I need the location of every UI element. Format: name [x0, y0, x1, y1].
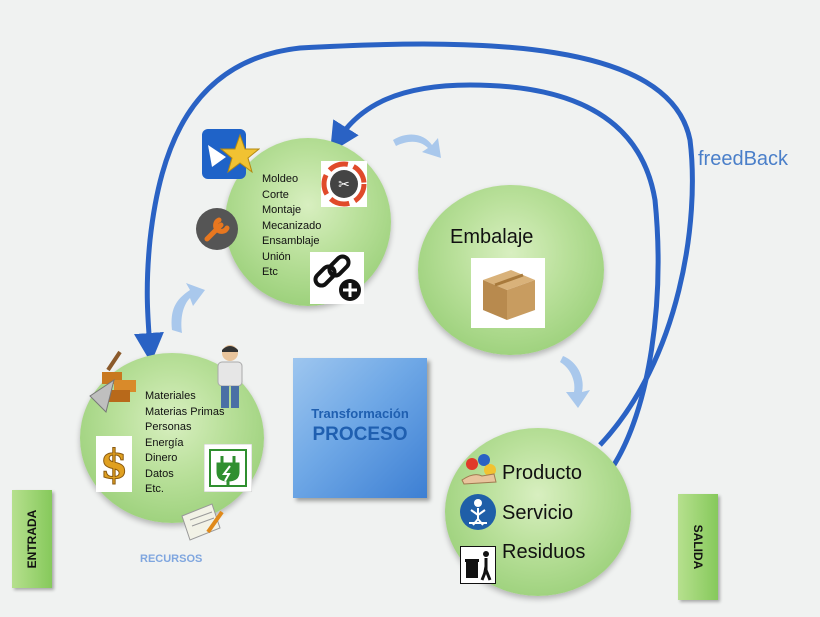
resource-item: Datos [145, 467, 174, 480]
resource-item: Energía [145, 436, 184, 449]
output-service: Servicio [502, 502, 574, 524]
output-bar: SALIDA [678, 494, 718, 600]
input-label: ENTRADA [25, 509, 39, 569]
svg-text:$: $ [100, 441, 128, 488]
output-label: SALIDA [691, 524, 705, 570]
resource-item: Etc. [145, 483, 164, 495]
star-icon [202, 129, 260, 179]
process-title: PROCESO [312, 424, 408, 445]
operation-item: Etc [262, 266, 278, 278]
operation-item: Unión [262, 250, 291, 263]
operations-list: Moldeo Corte Montaje Mecanizado Ensambla… [262, 172, 321, 281]
resources-list: Materiales Materias Primas Personas Ener… [145, 389, 224, 498]
box-icon [471, 258, 545, 328]
resource-item: Materias Primas [145, 405, 225, 418]
operation-item: Mecanizado [262, 219, 322, 232]
handshake-icon [461, 454, 497, 485]
output-waste: Residuos [502, 541, 586, 563]
wrench-icon [196, 208, 238, 250]
outer-feedback-arrow [133, 41, 695, 447]
flow-arrow-2 [393, 134, 441, 158]
trowel-bricks-icon [89, 350, 136, 413]
scissors-icon: ✂ [321, 161, 367, 207]
service-person-icon [460, 494, 496, 530]
notepad-icon [181, 503, 224, 541]
feedback-label: freedBack [698, 148, 789, 170]
input-bar: ENTRADA [12, 490, 52, 588]
trash-icon [460, 546, 496, 584]
operation-item: Moldeo [262, 173, 299, 185]
flow-arrow-1 [171, 283, 205, 333]
resource-item: Materiales [145, 390, 196, 402]
chain-link-icon [310, 252, 364, 304]
person-icon [217, 345, 243, 408]
inner-feedback-arrow [330, 82, 661, 470]
operation-item: Montaje [262, 204, 302, 216]
operation-item: Corte [262, 188, 289, 201]
flow-arrow-3 [560, 356, 590, 408]
operation-item: Ensamblaje [262, 235, 320, 247]
packaging-title: Embalaje [450, 226, 534, 248]
dollar-icon: $ [96, 436, 132, 492]
resource-item: Personas [145, 421, 192, 433]
resource-item: Dinero [145, 452, 178, 464]
process-box: Transformación PROCESO [293, 358, 427, 498]
svg-text:✂: ✂ [338, 177, 350, 193]
output-product: Producto [502, 462, 583, 484]
resources-label: RECURSOS [140, 553, 203, 565]
plug-icon [204, 444, 252, 492]
process-subtitle: Transformación [311, 406, 409, 421]
